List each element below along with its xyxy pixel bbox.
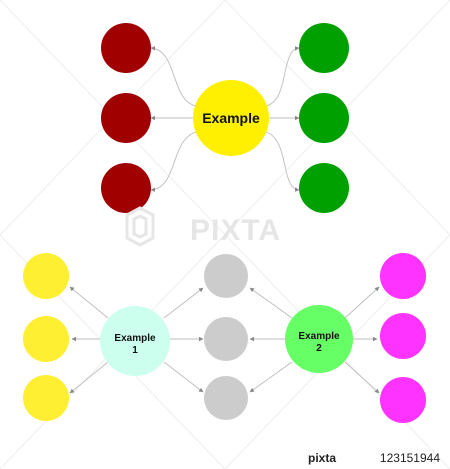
bottom-right-node-2 xyxy=(380,313,426,359)
top-connectors xyxy=(150,46,300,192)
hub1-label-line1: Example xyxy=(114,333,156,344)
connector-hub2-right-3 xyxy=(344,361,380,394)
hub1-label-line2: 1 xyxy=(132,345,138,356)
connector-top-right-3 xyxy=(265,131,300,192)
hub2-node xyxy=(285,305,353,373)
watermark: PIXTA xyxy=(125,206,281,247)
connector-top-left-1 xyxy=(150,46,197,107)
bottom-left-node-3 xyxy=(23,375,69,421)
connector-hub1-gray-3 xyxy=(163,361,204,393)
bottom-left-node-2 xyxy=(23,316,69,362)
connector-hub2-right-1 xyxy=(344,286,380,319)
bottom-gray-node-2 xyxy=(204,317,248,361)
connector-hub1-gray-1 xyxy=(163,287,204,319)
connector-top-right-1 xyxy=(265,46,300,107)
footer: pixta 123151944 xyxy=(308,451,440,465)
top-left-node-3 xyxy=(101,163,151,213)
bottom-right-node-1 xyxy=(380,253,426,299)
hub2-label-line2: 2 xyxy=(316,343,322,354)
top-left-node-2 xyxy=(101,93,151,143)
hub1-node xyxy=(100,306,170,376)
footer-brand: pixta xyxy=(308,451,336,465)
connector-top-left-3 xyxy=(150,131,197,192)
watermark-text: PIXTA xyxy=(190,214,281,247)
hub2-label-line1: Example xyxy=(298,331,340,342)
top-right-node-1 xyxy=(299,23,349,73)
top-right-node-3 xyxy=(299,163,349,213)
connector-hub1-left-1 xyxy=(69,286,109,319)
bottom-left-node-1 xyxy=(23,253,69,299)
top-right-node-2 xyxy=(299,93,349,143)
connector-hub2-gray-3 xyxy=(249,361,293,393)
bottom-diagram: Example 1 Example 2 xyxy=(23,253,426,423)
connector-hub2-gray-1 xyxy=(249,287,293,319)
top-diagram: Example xyxy=(101,23,349,213)
top-left-node-1 xyxy=(101,23,151,73)
bottom-connectors xyxy=(69,286,380,394)
footer-id: 123151944 xyxy=(380,451,440,465)
watermark-logo-icon xyxy=(125,206,155,247)
bottom-gray-node-3 xyxy=(204,376,248,420)
bottom-right-node-3 xyxy=(380,377,426,423)
bottom-gray-node-1 xyxy=(204,254,248,298)
connector-hub1-left-3 xyxy=(69,361,109,394)
top-center-node xyxy=(193,80,269,156)
top-center-label: Example xyxy=(202,110,260,126)
